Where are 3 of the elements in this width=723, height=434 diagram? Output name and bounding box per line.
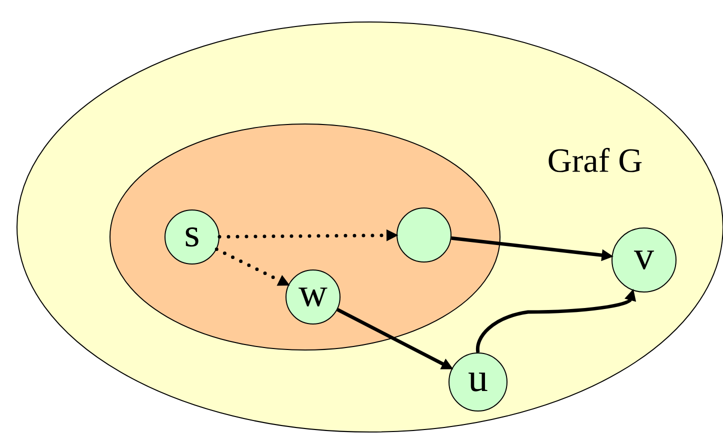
set-ellipse (110, 124, 500, 350)
vertex-circle (396, 208, 452, 262)
graph-label: Graf G (548, 148, 642, 172)
